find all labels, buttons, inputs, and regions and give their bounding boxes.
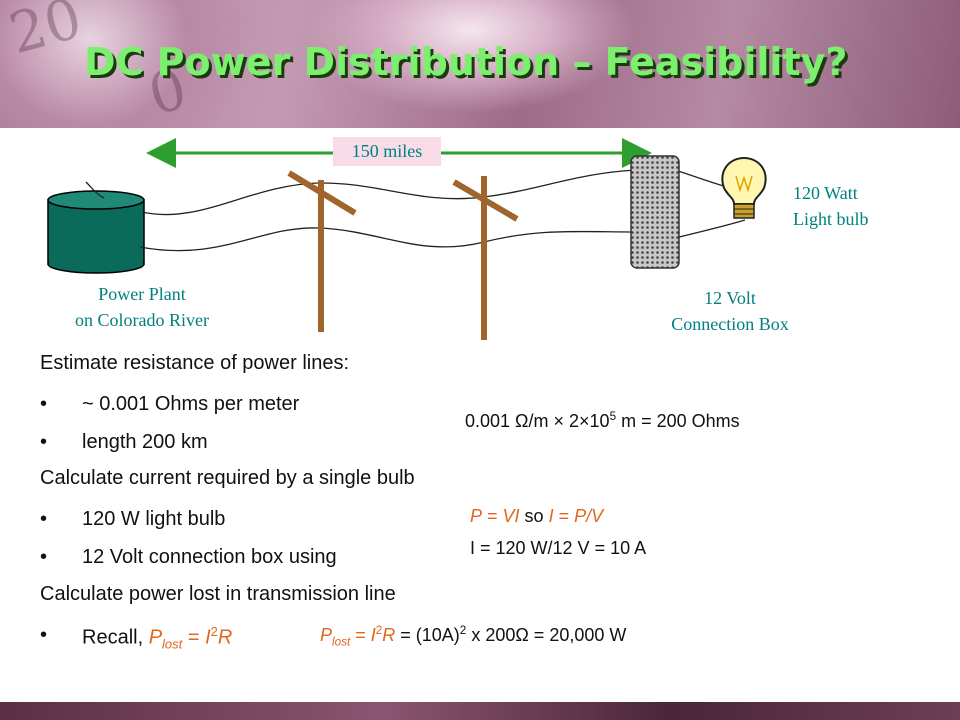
bullet-resistance: ~ 0.001 Ohms per meter [40,393,299,416]
current-heading: Calculate current required by a single b… [40,467,415,489]
footer-band [0,702,960,720]
bullet-length: length 200 km [40,431,208,454]
estimate-heading: Estimate resistance of power lines: [40,352,350,374]
bullet-recall: Recall, Plost = I2R [40,624,232,652]
utility-pole [287,170,357,332]
distance-label: 150 miles [333,137,441,166]
utility-pole [452,176,519,340]
power-lost-equation: Plost = I2R = (10A)2 x 200Ω = 20,000 W [320,624,627,649]
current-equation: I = 120 W/12 V = 10 A [470,538,647,558]
power-plant-icon [47,190,145,274]
power-plant-label: Power Plant on Colorado River [75,284,209,330]
resistance-equation: 0.001 Ω/m × 2×105 m = 200 Ohms [465,410,740,431]
light-bulb-label: 120 Watt Light bulb [793,183,869,229]
distribution-diagram [47,138,767,340]
slide-title: DC Power Distribution – Feasibility? [84,40,848,84]
bullet-box: 12 Volt connection box using [40,546,337,569]
power-heading: Calculate power lost in transmission lin… [40,583,396,605]
connection-box-label: 12 Volt Connection Box [671,288,789,334]
header-banner: 20 0 [0,0,960,128]
ohms-law-equation: P = VI so I = P/V [470,506,604,526]
connection-box-icon [630,155,680,269]
light-bulb-icon [721,156,767,219]
bullet-bulb: 120 W light bulb [40,508,226,531]
